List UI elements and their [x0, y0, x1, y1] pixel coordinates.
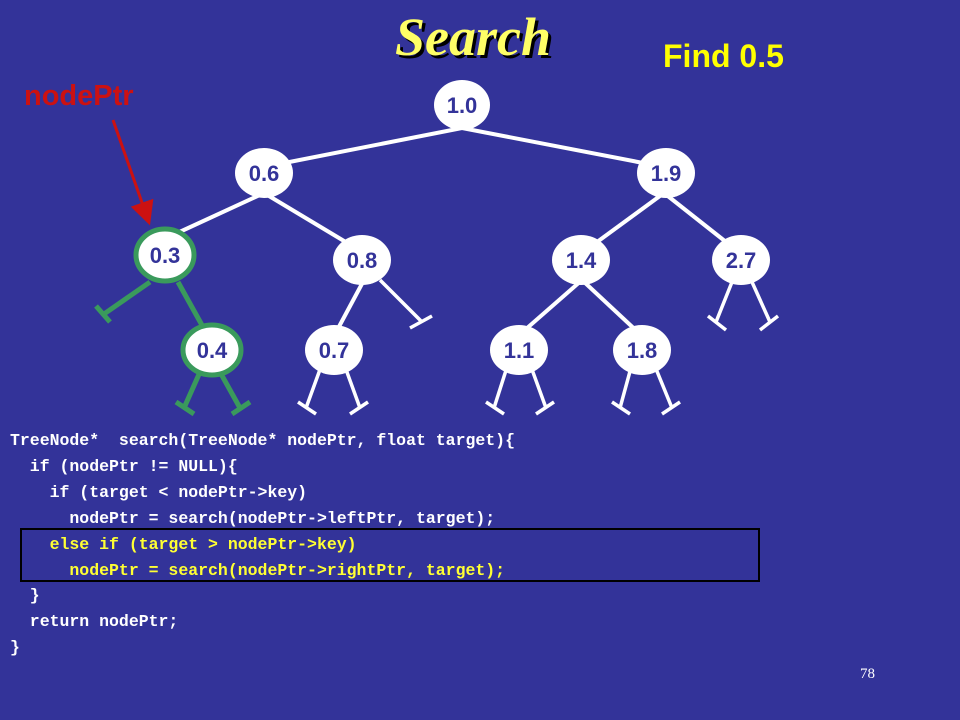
tree-node-1.4: 1.4 [552, 235, 610, 285]
null-stub-green [230, 399, 252, 417]
null-stub [485, 400, 505, 416]
node-label: 1.1 [504, 338, 535, 363]
null-stub-green [181, 370, 203, 410]
node-label: 1.4 [566, 248, 597, 273]
slide-title: Search [395, 7, 552, 67]
null-stub [349, 400, 369, 416]
null-stub [611, 400, 631, 416]
tree-node-0.4: 0.4 [180, 322, 244, 378]
code-block: TreeNode* search(TreeNode* nodePtr, floa… [10, 428, 515, 661]
null-stub [758, 314, 780, 332]
node-label: 1.0 [447, 93, 478, 118]
code-line-highlighted: else if (target > nodePtr->key) [10, 534, 357, 554]
node-label: 1.8 [627, 338, 658, 363]
code-line: nodePtr = search(nodePtr->leftPtr, targe… [10, 508, 496, 528]
null-stub-green [174, 399, 196, 417]
node-label: 2.7 [726, 248, 757, 273]
tree-node-1.0: 1.0 [434, 80, 490, 130]
node-pointer-arrow [111, 119, 154, 226]
tree-node-0.6: 0.6 [235, 148, 293, 198]
code-line: } [10, 638, 20, 658]
edge-1.0-0.6 [263, 126, 463, 169]
node-label: 1.9 [651, 161, 682, 186]
null-pointers [297, 278, 780, 416]
null-stub [297, 400, 317, 416]
code-line-highlighted: nodePtr = search(nodePtr->rightPtr, targ… [10, 560, 506, 580]
null-stub [706, 314, 728, 332]
code-line: return nodePtr; [10, 612, 179, 632]
null-stub [535, 400, 555, 416]
edge-1.0-1.9 [461, 126, 665, 169]
null-stub-green [102, 279, 152, 317]
null-stub [661, 400, 681, 416]
tree-node-0.8: 0.8 [333, 235, 391, 285]
node-pointer-label: nodePtr [24, 80, 134, 112]
code-line: TreeNode* search(TreeNode* nodePtr, floa… [10, 431, 515, 450]
search-target: Find 0.5 [663, 38, 784, 74]
code-line: if (nodePtr != NULL){ [10, 456, 238, 476]
node-label: 0.4 [197, 338, 228, 363]
null-stub [750, 281, 772, 323]
null-stub-green [94, 304, 112, 324]
node-label: 0.7 [319, 338, 350, 363]
tree-node-0.3: 0.3 [133, 226, 197, 284]
page-number: 78 [860, 666, 875, 682]
code-line: } [10, 586, 40, 606]
null-stub [378, 278, 424, 324]
node-label: 0.3 [150, 243, 181, 268]
tree-node-0.7: 0.7 [305, 325, 363, 375]
node-label: 0.6 [249, 161, 280, 186]
tree-node-2.7: 2.7 [712, 235, 770, 285]
node-label: 0.8 [347, 248, 378, 273]
edge-0.6-0.3 [172, 191, 265, 237]
code-highlight-box [20, 528, 760, 582]
code-line: if (target < nodePtr->key) [10, 482, 308, 502]
null-stub [409, 314, 433, 330]
tree-node-1.9: 1.9 [637, 148, 695, 198]
tree-node-1.1: 1.1 [490, 325, 548, 375]
null-stub-green [217, 370, 243, 410]
tree-node-1.8: 1.8 [613, 325, 671, 375]
null-stub [714, 281, 734, 323]
